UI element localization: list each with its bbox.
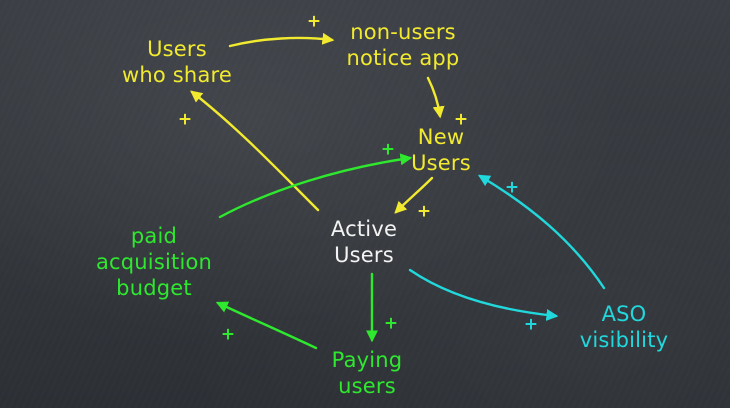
node-users-who-share: Users who share: [122, 36, 232, 88]
node-new-users: New Users: [411, 124, 471, 176]
node-paid-line-1: paid: [130, 224, 178, 248]
node-paying-users-line-1: Paying: [331, 348, 403, 372]
polarity-paying-to-paid: +: [220, 324, 236, 345]
arrow-newusers-to-active: [394, 176, 434, 214]
arrow-nonusers-to-newusers: [426, 76, 445, 119]
node-new-users-line-1: New: [417, 125, 465, 149]
node-active-users-line-1: Active: [330, 217, 398, 241]
arrow-paying-to-paid: [215, 301, 318, 350]
node-paid-acquisition-budget: paid acquisition budget: [96, 223, 212, 301]
node-non-users-line-2: notice app: [346, 46, 460, 70]
polarity-active-to-paying: +: [383, 313, 399, 334]
polarity-paid-to-newusers: +: [380, 139, 396, 160]
arrow-active-to-share: [190, 90, 320, 212]
polarity-active-to-share: +: [177, 109, 193, 130]
node-aso-line-1: ASO: [601, 302, 647, 326]
node-users-who-share-line-1: Users: [147, 37, 207, 61]
node-active-users-line-2: Users: [334, 243, 394, 267]
arrow-share-to-nonusers: [228, 32, 335, 48]
arrow-active-to-aso: [408, 268, 559, 321]
polarity-nonusers-to-newusers: +: [453, 109, 469, 130]
node-non-users-notice-app: non-users notice app: [347, 19, 460, 71]
node-users-who-share-line-2: who share: [121, 63, 233, 87]
polarity-newusers-to-active: +: [416, 201, 432, 222]
arrow-paid-to-newusers: [218, 153, 413, 219]
node-new-users-line-2: Users: [411, 151, 471, 175]
arrow-aso-to-newusers: [477, 174, 606, 290]
node-paid-line-3: budget: [116, 276, 192, 300]
node-paying-users-line-2: users: [338, 374, 396, 398]
polarity-share-to-nonusers: +: [306, 11, 322, 32]
node-paid-line-2: acquisition: [95, 250, 213, 274]
polarity-active-to-aso: +: [523, 314, 539, 335]
polarity-aso-to-newusers: +: [504, 177, 520, 198]
node-active-users: Active Users: [331, 216, 397, 268]
node-paying-users: Paying users: [332, 347, 403, 399]
node-aso-visibility: ASO visibility: [580, 301, 669, 353]
node-aso-line-2: visibility: [579, 328, 669, 352]
node-non-users-line-1: non-users: [350, 20, 456, 44]
